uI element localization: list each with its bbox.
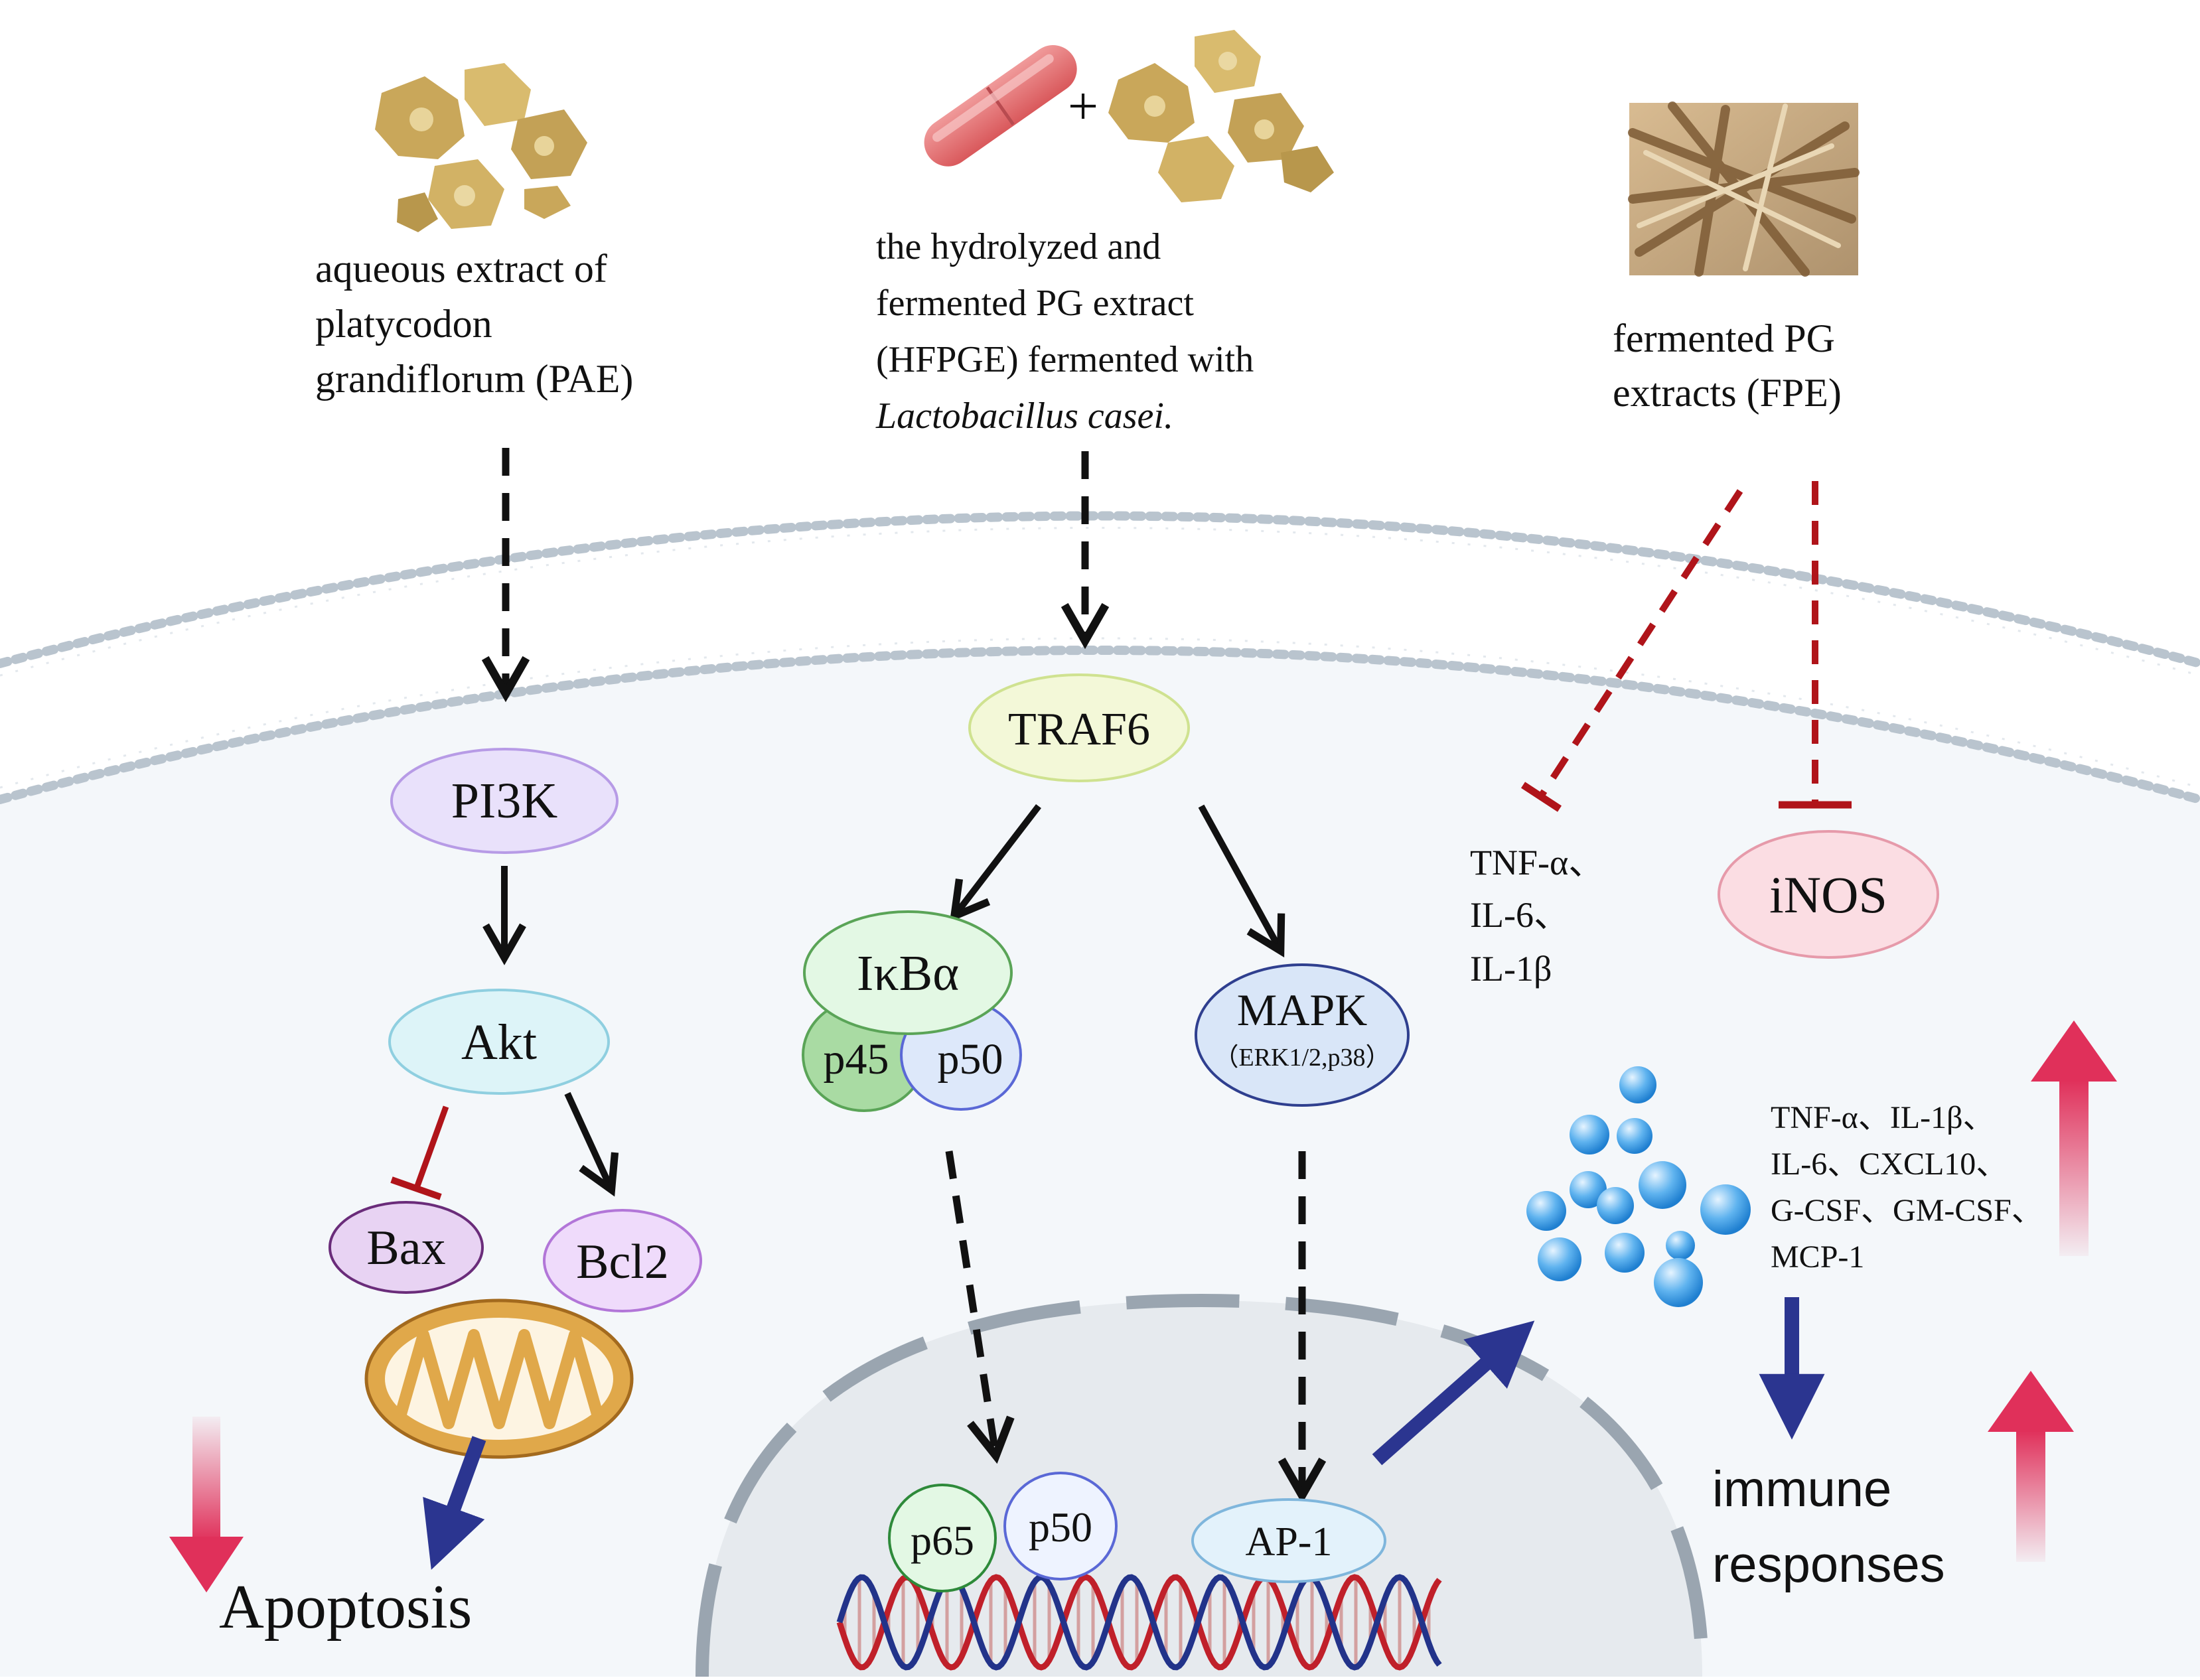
- pae-label-line-1: aqueous extract of: [315, 247, 607, 291]
- akt-to-bcl2-arrow: [564, 1091, 619, 1197]
- cytokine-bubbles: [1526, 1066, 1751, 1307]
- immune-label-line-2: responses: [1712, 1537, 1945, 1593]
- pae-label: aqueous extract of platycodon grandiflor…: [315, 247, 633, 401]
- p45-label: p45: [824, 1035, 889, 1084]
- pae-label-line-3: grandiflorum (PAE): [315, 357, 633, 401]
- bax-label: Bax: [366, 1221, 445, 1275]
- p65-node: p65: [888, 1484, 997, 1592]
- ap1-label: AP-1: [1246, 1519, 1333, 1565]
- fpe-label: fermented PG extracts (FPE): [1613, 316, 1842, 415]
- pae-root-slices-image: [375, 63, 587, 232]
- induced-cytokines-label: TNF-α、IL-1β、 IL-6、CXCL10、 G-CSF、GM-CSF、 …: [1771, 1100, 2043, 1275]
- p50-node-bottom: p50: [1003, 1472, 1118, 1580]
- nfkb-complex: IκBα p45 p50: [802, 910, 1022, 1112]
- hfpge-label-line-3: (HFPGE) fermented with: [876, 339, 1254, 380]
- plus-sign: +: [1068, 76, 1098, 136]
- fpe-inhibits-cytokines: [1520, 489, 1743, 812]
- induced-cytokine-line-3: G-CSF、GM-CSF、: [1771, 1193, 2043, 1228]
- p50-top-label: p50: [938, 1035, 1003, 1084]
- lactobacillus-bacterium-icon: [924, 45, 1077, 167]
- traf6-to-ikba-arrow: [950, 804, 1041, 922]
- bax-node: Bax: [329, 1201, 484, 1294]
- hfpge-label-line-2: fermented PG extract: [876, 283, 1194, 324]
- inhibited-cytokines-label: TNF-α、 IL-6、 IL-1β: [1470, 843, 1604, 989]
- inhibited-cytokine-2: IL-6、: [1470, 895, 1570, 935]
- mitochondrion-icon: [364, 1298, 634, 1459]
- ikba-label: IκBα: [857, 945, 959, 1001]
- pae-label-line-2: platycodon: [315, 302, 492, 346]
- induced-cytokine-line-4: MCP-1: [1771, 1239, 1864, 1275]
- mapk-node: MAPK （ERK1/2,p38）: [1195, 963, 1410, 1107]
- hfpge-label-line-1: the hydrolyzed and: [876, 226, 1161, 267]
- membrane-outer-layer: [0, 511, 2200, 668]
- cytokines-increase-arrow: [2031, 1020, 2117, 1256]
- pi3k-label: PI3K: [451, 773, 558, 829]
- fpe-label-line-1: fermented PG: [1613, 316, 1835, 360]
- traf6-label: TRAF6: [1008, 704, 1150, 755]
- induced-cytokine-line-1: TNF-α、IL-1β、: [1771, 1100, 1995, 1135]
- ap1-to-cytokines-arrow: [1372, 1320, 1535, 1466]
- hfpge-label: the hydrolyzed and fermented PG extract …: [875, 226, 1254, 437]
- fpe-dried-roots-image: [1628, 102, 1860, 277]
- akt-inhibits-bax: [390, 1105, 449, 1200]
- mitochondrion-to-apoptosis-arrow: [423, 1436, 486, 1570]
- hfpge-label-species: Lactobacillus casei.: [875, 395, 1173, 437]
- pi3k-node: PI3K: [390, 748, 619, 854]
- ap1-node: AP-1: [1191, 1498, 1386, 1583]
- apoptosis-label: Apoptosis: [219, 1573, 472, 1642]
- akt-label: Akt: [461, 1015, 537, 1070]
- immune-increase-arrow: [1988, 1371, 2074, 1562]
- traf6-node: TRAF6: [968, 673, 1190, 782]
- inos-label: iNOS: [1769, 866, 1887, 924]
- ikba-node: [803, 910, 1013, 1035]
- inhibited-cytokine-3: IL-1β: [1470, 949, 1552, 989]
- immune-responses-label: immune responses: [1712, 1461, 1945, 1593]
- fpe-inhibits-inos: [1779, 481, 1852, 809]
- traf6-to-mapk-arrow: [1198, 804, 1285, 957]
- hfpge-root-slices-image: [1108, 30, 1334, 202]
- mapk-label: MAPK: [1237, 985, 1368, 1035]
- immune-label-line-1: immune: [1712, 1461, 1891, 1517]
- membrane-inner-layer: [0, 646, 2200, 804]
- p50-bottom-label: p50: [1029, 1504, 1092, 1551]
- induced-cytokine-line-2: IL-6、CXCL10、: [1771, 1147, 2008, 1182]
- akt-node: Akt: [388, 989, 610, 1095]
- bcl2-node: Bcl2: [543, 1209, 702, 1312]
- inhibited-cytokine-1: TNF-α、: [1470, 843, 1604, 882]
- mapk-sub-label: （ERK1/2,p38）: [1213, 1044, 1390, 1072]
- ikba-to-p65-arrow: [945, 1151, 1015, 1464]
- apoptosis-decrease-arrow: [169, 1417, 244, 1592]
- bcl2-label: Bcl2: [576, 1235, 669, 1289]
- p65-label: p65: [911, 1517, 974, 1564]
- inos-node: iNOS: [1718, 830, 1939, 959]
- fpe-label-line-2: extracts (FPE): [1613, 371, 1842, 415]
